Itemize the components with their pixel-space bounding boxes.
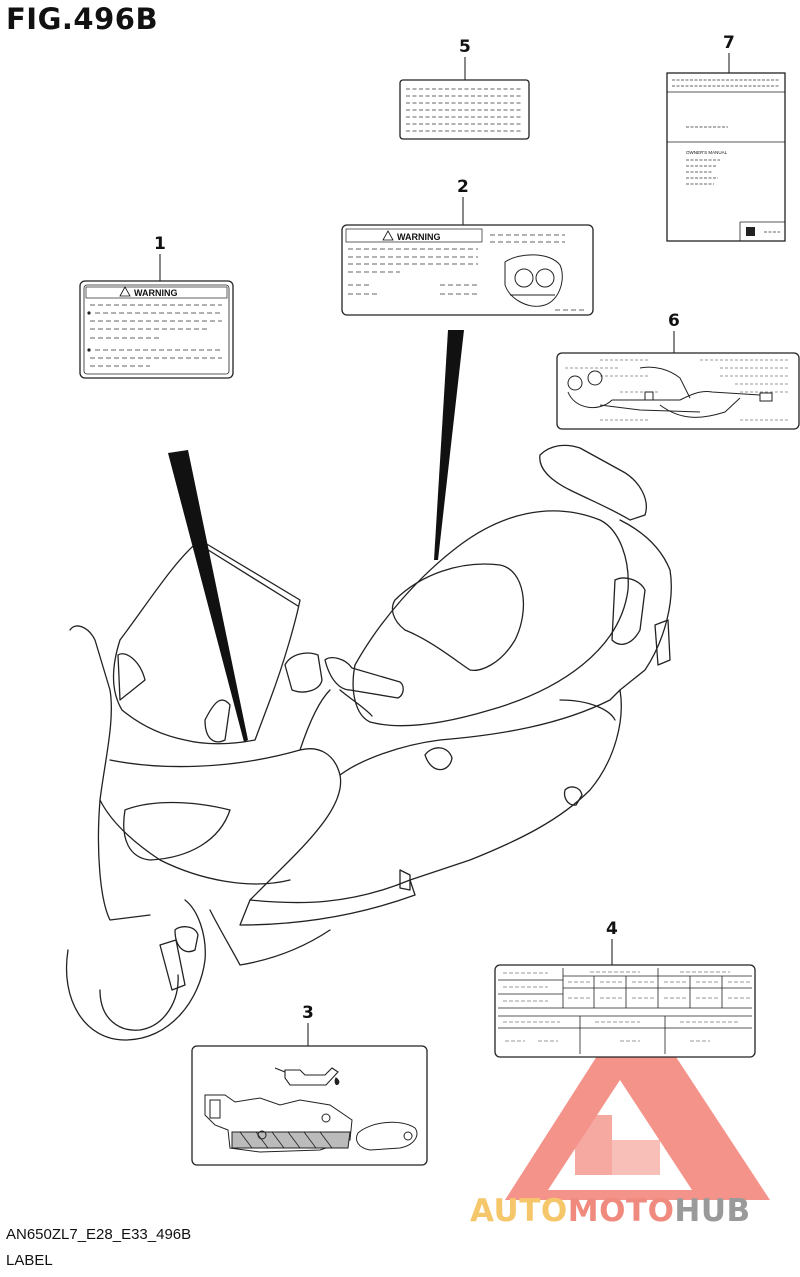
- figure-title: FIG.496B: [6, 2, 159, 36]
- watermark-logo-icon: [505, 1020, 770, 1200]
- pointer-label-2: [434, 330, 464, 560]
- label-1-warning: WARNING: [79, 280, 234, 379]
- front-fairing: [69, 625, 151, 921]
- watermark-hub: HUB: [674, 1193, 751, 1229]
- label-2-warning: WARNING: [341, 224, 594, 316]
- model-code: AN650ZL7_E28_E33_496B: [6, 1226, 192, 1243]
- callout-1: 1: [154, 234, 166, 254]
- oil-can-icon: [274, 1067, 340, 1086]
- watermark-wordmark: AUTOMOTOHUB: [470, 1193, 751, 1229]
- front-wheel: [66, 899, 206, 1041]
- warning-2-text: WARNING: [397, 232, 441, 242]
- meter-pictogram-icon: [504, 254, 563, 307]
- engine-pictogram-icon: [204, 1094, 418, 1153]
- watermark-auto: AUTO: [470, 1193, 568, 1229]
- hose-diagram-icon: [567, 366, 773, 418]
- handlebar-right: [324, 657, 404, 699]
- scooter-illustration: [66, 444, 672, 1041]
- pointer-label-1: [168, 450, 248, 742]
- callout-5: 5: [459, 37, 471, 57]
- figure-caption: LABEL: [6, 1252, 53, 1269]
- callout-4: 4: [606, 919, 618, 939]
- watermark-moto: MOTO: [567, 1193, 675, 1229]
- warning-triangle-icon: [119, 286, 131, 297]
- callout-7: 7: [723, 33, 735, 53]
- label-4-table: [494, 964, 756, 1058]
- brand-logo-icon: [746, 227, 755, 236]
- seat: [352, 510, 629, 727]
- callout-3: 3: [302, 1003, 314, 1023]
- windscreen: [112, 539, 301, 745]
- warning-triangle-icon: [382, 230, 394, 241]
- label-6-routing: [556, 352, 800, 430]
- headlight: [123, 801, 231, 861]
- callout-6: 6: [668, 311, 680, 331]
- manual-title-text: OWNER'S MANUAL: [686, 150, 728, 155]
- callout-2: 2: [457, 177, 469, 197]
- warning-1-text: WARNING: [134, 288, 178, 298]
- tail-section: [539, 444, 647, 521]
- side-panel: [339, 689, 622, 881]
- label-5-text: [399, 79, 530, 140]
- item-7-owners-manual: OWNER'S MANUAL: [666, 72, 786, 242]
- label-3-oil: [191, 1045, 428, 1166]
